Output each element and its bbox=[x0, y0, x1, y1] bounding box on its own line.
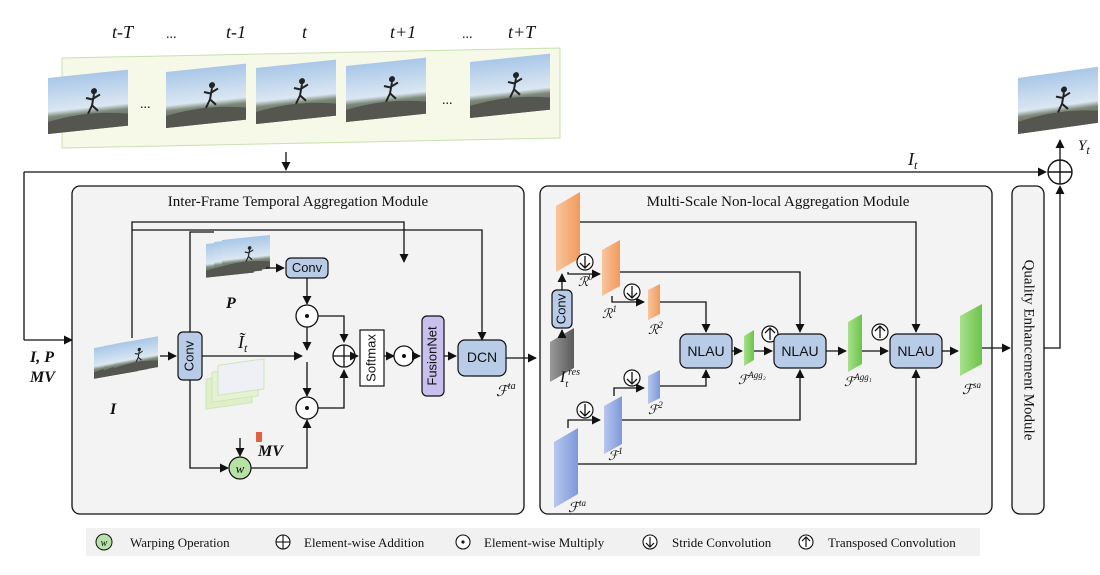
legend: w Warping Operation Element-wise Additio… bbox=[86, 528, 980, 556]
softmax-label: Softmax bbox=[363, 334, 378, 382]
multiply-icon-2 bbox=[295, 396, 319, 420]
frame-dots-right: ... bbox=[442, 93, 453, 108]
multiply-icon-3 bbox=[393, 345, 415, 367]
nonlocal-module-title: Multi-Scale Non-local Aggregation Module bbox=[647, 194, 910, 210]
legend-stride: Stride Convolution bbox=[642, 534, 772, 550]
f1-label: ℱ1 bbox=[608, 446, 623, 463]
legend-warping-text: Warping Operation bbox=[130, 535, 230, 550]
f-agg1-block bbox=[848, 314, 862, 372]
frame-sequence: ... ... bbox=[46, 47, 561, 149]
svg-text:w: w bbox=[236, 461, 245, 476]
f-ta2-label: ℱta bbox=[568, 498, 587, 516]
legend-multiply: Element-wise Multiply bbox=[455, 534, 605, 550]
i-res-block bbox=[550, 328, 574, 382]
nlau-label-1: NLAU bbox=[687, 343, 724, 359]
nlau-label-3: NLAU bbox=[897, 343, 934, 359]
legend-warping: w Warping Operation bbox=[95, 533, 230, 551]
frame-label-t-T: t-T bbox=[112, 22, 135, 42]
stride-conv-icon bbox=[576, 253, 594, 271]
frame-dots-left: ... bbox=[140, 97, 151, 112]
legend-transposed-text: Transposed Convolution bbox=[828, 535, 956, 550]
fusionnet-label: FusionNet bbox=[424, 326, 439, 386]
stride-conv-icon-3 bbox=[576, 401, 594, 419]
quality-module-title: Quality Enhancement Module bbox=[1021, 260, 1037, 441]
input-label: I, P bbox=[29, 349, 54, 366]
f2-label: ℱ2 bbox=[648, 400, 663, 417]
mv-stack bbox=[205, 358, 265, 442]
stride-conv-icon-2 bbox=[623, 283, 641, 301]
softmax-box bbox=[359, 329, 385, 387]
conv-res-label: Conv bbox=[553, 293, 568, 324]
f-ta-block bbox=[554, 428, 578, 508]
mv-label: MV bbox=[257, 443, 284, 460]
legend-transposed: Transposed Convolution bbox=[798, 534, 956, 550]
f-agg2-label: ℱAgg₂ bbox=[738, 370, 766, 387]
f-agg1-label: ℱAgg₁ bbox=[844, 372, 872, 389]
r0-label: ℛ0 bbox=[578, 272, 593, 289]
r1-label: ℛ1 bbox=[602, 304, 617, 321]
frame-label-t-1: t-1 bbox=[226, 22, 246, 42]
output-frame bbox=[1016, 65, 1100, 136]
frame-label-t+T: t+T bbox=[508, 22, 537, 42]
i-label: I bbox=[109, 401, 117, 418]
p-label: P bbox=[225, 295, 236, 312]
temporal-module-title: Inter-Frame Temporal Aggregation Module bbox=[168, 194, 429, 210]
legend-stride-text: Stride Convolution bbox=[672, 535, 772, 550]
temporal-module: Inter-Frame Temporal Aggregation Module … bbox=[71, 185, 537, 515]
yt-label: Yt bbox=[1078, 138, 1090, 157]
legend-addition: Element-wise Addition bbox=[275, 534, 425, 550]
conv-p-label: Conv bbox=[292, 260, 323, 275]
r0-block bbox=[556, 192, 580, 272]
i-res-label: Itres bbox=[559, 367, 580, 390]
output-addition-icon bbox=[1047, 159, 1073, 185]
nonlocal-module: Multi-Scale Non-local Aggregation Module… bbox=[539, 185, 1011, 516]
f2-block bbox=[648, 370, 660, 404]
warping-icon: w bbox=[228, 456, 252, 480]
transposed-conv-icon-2 bbox=[871, 323, 889, 341]
i-tilde-label: Ĩt bbox=[237, 332, 248, 355]
multiply-icon bbox=[295, 304, 319, 328]
legend-multiply-text: Element-wise Multiply bbox=[484, 535, 605, 550]
quality-module: Quality Enhancement Module bbox=[1011, 185, 1045, 515]
it-label: It bbox=[907, 149, 918, 172]
f-agg2-block bbox=[744, 330, 754, 366]
frame-label-dots-2: ... bbox=[462, 27, 473, 42]
f1-block bbox=[604, 396, 622, 454]
r2-block bbox=[648, 284, 660, 320]
mv-input-label: MV bbox=[29, 369, 56, 386]
legend-addition-text: Element-wise Addition bbox=[304, 535, 425, 550]
f-ta-label: ℱta bbox=[496, 381, 516, 400]
frame-label-t: t bbox=[302, 22, 308, 42]
frame-label-t+1: t+1 bbox=[390, 22, 416, 42]
f-sa-block bbox=[960, 304, 982, 376]
addition-icon bbox=[332, 344, 356, 368]
svg-text:w: w bbox=[101, 538, 108, 549]
frame-label-dots-1: ... bbox=[166, 27, 177, 42]
stride-conv-icon-4 bbox=[623, 369, 641, 387]
r1-block bbox=[602, 240, 620, 296]
f-sa-label: ℱsa bbox=[962, 380, 982, 398]
nlau-label-2: NLAU bbox=[781, 343, 818, 359]
dcn-label: DCN bbox=[467, 349, 497, 365]
frame-labels: t-T ... t-1 t t+1 ... t+T bbox=[112, 22, 537, 42]
r2-label: ℛ2 bbox=[648, 320, 663, 337]
conv-main-label: Conv bbox=[181, 340, 196, 371]
